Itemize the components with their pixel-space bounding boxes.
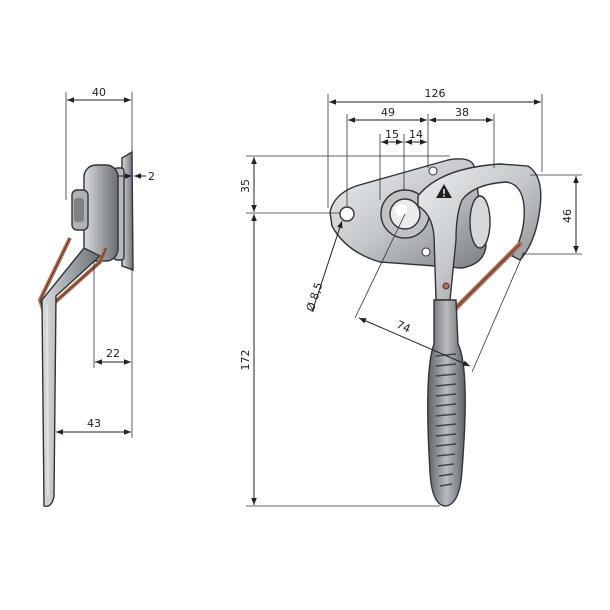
dim-side-width: 40 [92, 86, 106, 99]
dim-side-thickness: 2 [148, 170, 155, 183]
hook-slot [469, 195, 491, 249]
mounting-hole [339, 206, 355, 222]
dim-span-d: 14 [409, 128, 423, 141]
dim-lever-length-line [358, 317, 471, 367]
dim-span-a: 49 [381, 106, 395, 119]
dim-hole-leader [311, 220, 343, 313]
plate-rivet-bottom [421, 247, 431, 257]
side-body [83, 164, 119, 262]
side-view: 40 2 22 43 [38, 86, 155, 507]
dim-side-handle: 43 [87, 417, 101, 430]
dim-span-b: 38 [455, 106, 469, 119]
dim-total-height: 172 [239, 350, 252, 371]
dim-hole-diameter: Ø 8,5 [304, 281, 326, 313]
dim-total-width: 126 [425, 87, 446, 100]
side-lever-highlight [46, 304, 49, 496]
hub-highlight [395, 204, 407, 216]
warning-triangle-icon [436, 184, 452, 198]
rod-pin-top [442, 282, 450, 290]
dim-side-lower: 22 [106, 347, 120, 360]
dim-height-top: 35 [239, 179, 252, 193]
dim-hook-height: 46 [561, 209, 574, 223]
front-view: 126 49 38 15 14 35 172 46 Ø 8,5 [239, 87, 582, 507]
plate-rivet-top [428, 166, 438, 176]
side-shaft-inner [74, 198, 84, 222]
dim-lever-length: 74 [394, 318, 412, 336]
dim-span-c: 15 [385, 128, 399, 141]
